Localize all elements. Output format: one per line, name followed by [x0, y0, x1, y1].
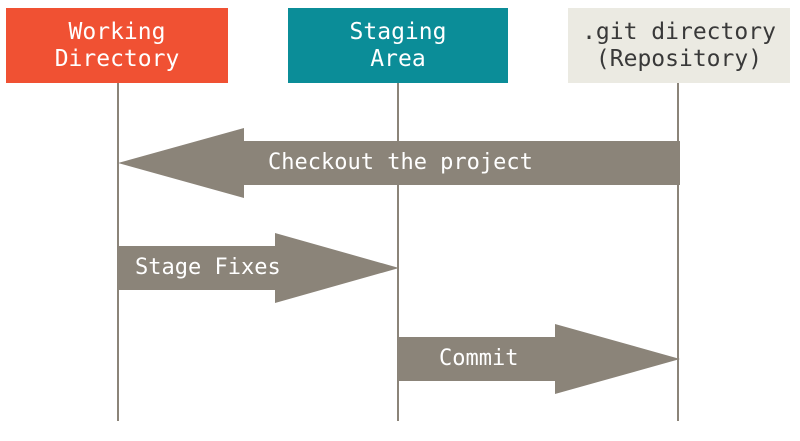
commit-arrow-label: Commit [439, 346, 519, 371]
stage-fixes-arrow-label: Stage Fixes [135, 255, 281, 280]
commit-arrow: Commit [397, 324, 680, 394]
checkout-arrow: Checkout the project [118, 128, 680, 198]
staging-area-label-line-2: Area [370, 45, 426, 72]
repository-box: .git directory (Repository) [568, 8, 790, 83]
checkout-arrow-label: Checkout the project [268, 150, 533, 175]
repository-lifeline [677, 83, 679, 421]
stage-fixes-arrow-shape [118, 233, 399, 303]
repository-label-line-2: (Repository) [595, 45, 763, 72]
staging-area-box: Staging Area [288, 8, 508, 83]
stage-fixes-arrow: Stage Fixes [118, 233, 399, 303]
staging-area-lifeline [397, 83, 399, 421]
working-directory-label-line-2: Directory [54, 45, 180, 72]
staging-area-label-line-1: Staging [349, 18, 447, 45]
checkout-arrow-shape [118, 128, 680, 198]
commit-arrow-shape [397, 324, 680, 394]
repository-label-line-1: .git directory [582, 18, 776, 45]
working-directory-label-line-1: Working [68, 18, 166, 45]
working-directory-box: Working Directory [6, 8, 228, 83]
